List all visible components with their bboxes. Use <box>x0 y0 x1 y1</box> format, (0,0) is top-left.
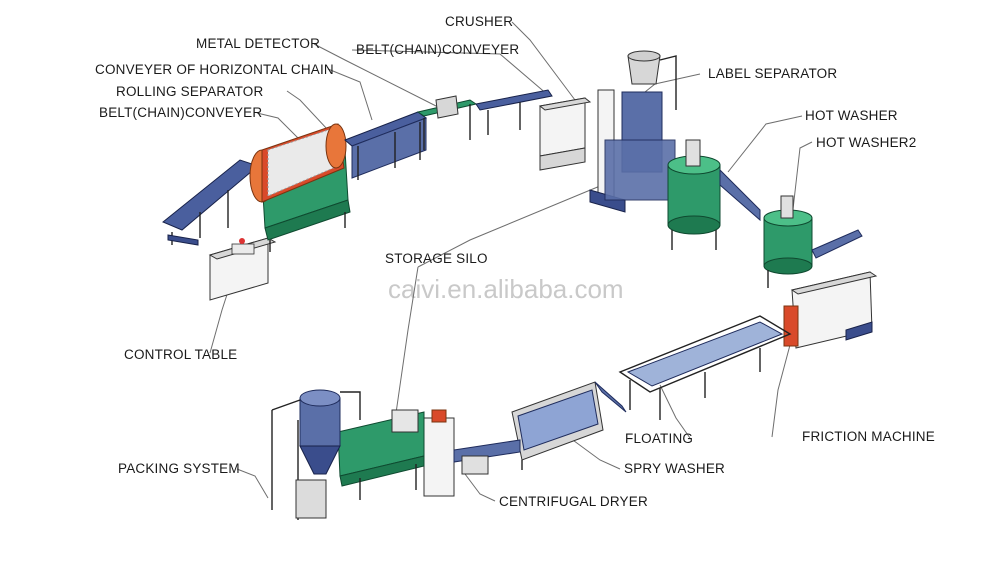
control-table-machine <box>208 237 277 301</box>
spry-washer-machine <box>511 381 627 470</box>
hot-washer-machine <box>667 139 761 250</box>
label-horizontal-chain: CONVEYER OF HORIZONTAL CHAIN <box>95 62 334 77</box>
floating-tank-machine <box>618 315 792 420</box>
label-control-table: CONTROL TABLE <box>124 347 237 362</box>
label-hot-washer: HOT WASHER <box>805 108 898 123</box>
label-metal-detector: METAL DETECTOR <box>196 36 320 51</box>
label-floating: FLOATING <box>625 431 693 446</box>
label-storage-silo: STORAGE SILO <box>385 251 488 266</box>
label-friction-machine: FRICTION MACHINE <box>802 429 935 444</box>
metal-detector-machine <box>416 95 478 150</box>
packing-system-machine <box>271 389 361 520</box>
rolling-separator-machine <box>249 123 351 252</box>
hot-washer2-machine <box>763 195 863 288</box>
label-belt-conveyer-left: BELT(CHAIN)CONVEYER <box>99 105 262 120</box>
crusher-machine <box>538 97 592 171</box>
storage-silo-machine <box>337 409 425 500</box>
label-label-separator: LABEL SEPARATOR <box>708 66 837 81</box>
label-separator-machine <box>589 50 677 213</box>
label-packing-system: PACKING SYSTEM <box>118 461 240 476</box>
label-centrifugal-dryer: CENTRIFUGAL DRYER <box>499 494 648 509</box>
label-crusher: CRUSHER <box>445 14 513 29</box>
friction-machine <box>783 271 878 349</box>
left-belt-conveyer-machine <box>162 159 260 246</box>
label-hot-washer2: HOT WASHER2 <box>816 135 916 150</box>
label-spry-washer: SPRY WASHER <box>624 461 725 476</box>
watermark: caivi.en.alibaba.com <box>388 274 624 304</box>
top-belt-conveyer-machine <box>475 89 553 135</box>
horizontal-chain-conveyer-machine <box>344 111 428 180</box>
label-rolling-separator: ROLLING SEPARATOR <box>116 84 263 99</box>
labels: CRUSHER METAL DETECTOR BELT(CHAIN)CONVEY… <box>95 14 935 509</box>
label-belt-conveyer-top: BELT(CHAIN)CONVEYER <box>356 42 519 57</box>
centrifugal-dryer-machine <box>423 409 521 497</box>
